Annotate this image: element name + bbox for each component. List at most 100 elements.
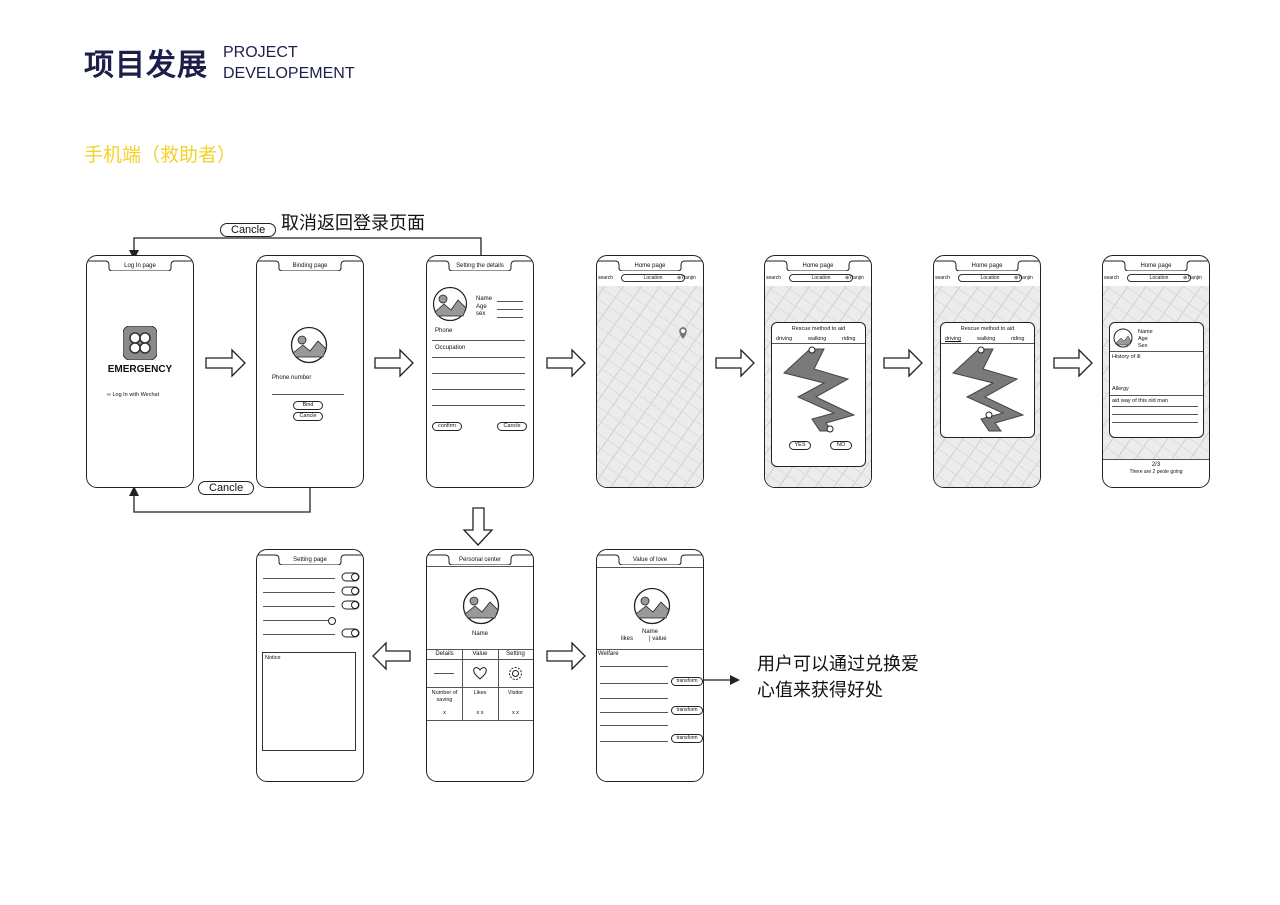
phone-notch: [765, 260, 871, 271]
setting-row-line: [263, 620, 335, 621]
toggle-switch[interactable]: [341, 586, 361, 596]
crosshair-icon: ⊕: [677, 275, 682, 281]
phone-notch: [427, 260, 533, 271]
form-line[interactable]: [432, 389, 525, 390]
arrowhead-transform: [730, 675, 740, 685]
city-name: Tianjin: [1187, 275, 1202, 281]
arrow-details-home1: [546, 348, 586, 378]
location-input[interactable]: Location: [621, 274, 685, 282]
arrow-details-personal: [462, 507, 494, 546]
screen-title: Personal center: [458, 557, 502, 563]
screen-title: Binding page: [292, 263, 328, 269]
wechat-login-link[interactable]: ∞ Log In with Wechat: [107, 392, 159, 399]
method-walking[interactable]: walking: [977, 336, 996, 342]
toggle-switch[interactable]: [341, 600, 361, 610]
bind-button[interactable]: Bind: [293, 401, 323, 410]
method-driving[interactable]: driving: [945, 336, 962, 342]
search-bar[interactable]: search Location ⊕Tianjin: [765, 271, 871, 285]
method-driving[interactable]: driving: [776, 336, 793, 342]
rescue-modal: Rescue method to aid driving walking rid…: [771, 322, 866, 467]
location-input[interactable]: Location: [1127, 274, 1191, 282]
method-walking[interactable]: walking: [808, 336, 827, 342]
phone-number-input[interactable]: [272, 394, 344, 395]
toggle-switch[interactable]: [341, 628, 361, 638]
welfare-line: [600, 725, 668, 726]
search-label: search: [766, 275, 782, 281]
search-bar[interactable]: search Location ⊕Tianjin: [1103, 271, 1209, 285]
welfare-label: Welfare: [598, 651, 619, 657]
phone-number-label: Phone number: [272, 375, 312, 381]
method-riding[interactable]: riding: [842, 336, 856, 342]
cancel-button[interactable]: Cancle: [497, 422, 527, 431]
gear-icon[interactable]: [508, 666, 523, 681]
grid-line: [427, 659, 533, 660]
notice-label: Notice: [265, 655, 281, 661]
method-riding[interactable]: riding: [1011, 336, 1025, 342]
cancel-button[interactable]: Cancle: [293, 412, 323, 421]
redeem-note: 用户可以通过兑换爱 心值来获得好处: [757, 652, 919, 704]
notice-box: Notice: [262, 652, 356, 751]
sex-input[interactable]: [497, 317, 523, 318]
value-label: | value: [649, 636, 667, 642]
phone-input[interactable]: [432, 340, 525, 341]
screen-home-route: Home page search Location ⊕Tianjin Rescu…: [933, 255, 1041, 488]
form-line[interactable]: [432, 405, 525, 406]
patient-avatar-icon: [1113, 328, 1133, 348]
aid-line: [1112, 406, 1198, 407]
avatar-placeholder-icon: [432, 286, 468, 322]
yes-button[interactable]: YES: [789, 441, 811, 450]
crosshair-icon: ⊕: [1183, 275, 1188, 281]
grid-line: [427, 649, 533, 650]
brand-name: EMERGENCY: [107, 364, 173, 375]
location-input[interactable]: Location: [958, 274, 1022, 282]
modal-title: Rescue method to aid: [960, 326, 1015, 332]
stat-saving-value: x: [443, 710, 446, 716]
page-title-english: PROJECT DEVELOPEMENT: [223, 42, 355, 84]
screen-title: Setting page: [293, 557, 327, 563]
screen-personal-center: Personal center Name Details Value Setti…: [426, 549, 534, 782]
confirm-button[interactable]: confirm: [432, 422, 462, 431]
cancel-loop-top: [133, 237, 482, 256]
age-label: Age: [476, 304, 487, 310]
tab-value[interactable]: Value: [472, 651, 488, 657]
transform-button[interactable]: transform: [671, 734, 703, 743]
form-line[interactable]: [432, 357, 525, 358]
route-path-icon: [951, 346, 1025, 432]
search-bar[interactable]: search Location ⊕Tianjin: [934, 271, 1040, 285]
cancel-label-bottom: Cancle: [198, 481, 255, 495]
screen-title: Setting the details: [456, 263, 504, 269]
search-label: search: [598, 275, 614, 281]
map-view[interactable]: [597, 286, 703, 487]
arrow-home2-home3: [883, 348, 923, 378]
transform-button[interactable]: transform: [671, 677, 703, 686]
phone-notch: [1103, 260, 1209, 271]
history-label: History of ill: [1112, 354, 1141, 360]
search-bar[interactable]: search Location ⊕Tianjin: [597, 271, 703, 285]
arrowhead-bottom: [129, 486, 139, 496]
arrow-personal-love: [546, 641, 586, 671]
phone-notch: [934, 260, 1040, 271]
tab-setting[interactable]: Setting: [506, 651, 525, 657]
location-input[interactable]: Location: [789, 274, 853, 282]
slider-handle[interactable]: [327, 616, 337, 626]
heart-icon[interactable]: [472, 666, 488, 680]
screen-title: Home page: [971, 263, 1003, 269]
name-label: Name: [476, 296, 493, 302]
age-input[interactable]: [497, 309, 523, 310]
arrow-login-binding: [205, 348, 246, 378]
screen-value-of-love: Value of love Name likes | value Welfare…: [596, 549, 704, 782]
modal-divider: [772, 343, 865, 344]
phone-label: Phone: [435, 328, 453, 334]
transform-button[interactable]: transform: [671, 706, 703, 715]
form-line[interactable]: [432, 373, 525, 374]
user-name: Name: [641, 629, 658, 635]
name-input[interactable]: [497, 301, 523, 302]
screen-home-patient: Home page search Location ⊕Tianjin Name …: [1102, 255, 1210, 488]
modal-title: Rescue method to aid: [791, 326, 846, 332]
no-button[interactable]: NO: [830, 441, 852, 450]
tab-details[interactable]: Details: [435, 651, 454, 657]
toggle-switch[interactable]: [341, 572, 361, 582]
grid-line: [427, 687, 533, 688]
arrow-home1-home2: [715, 348, 755, 378]
avatar-placeholder-icon: [462, 587, 500, 625]
